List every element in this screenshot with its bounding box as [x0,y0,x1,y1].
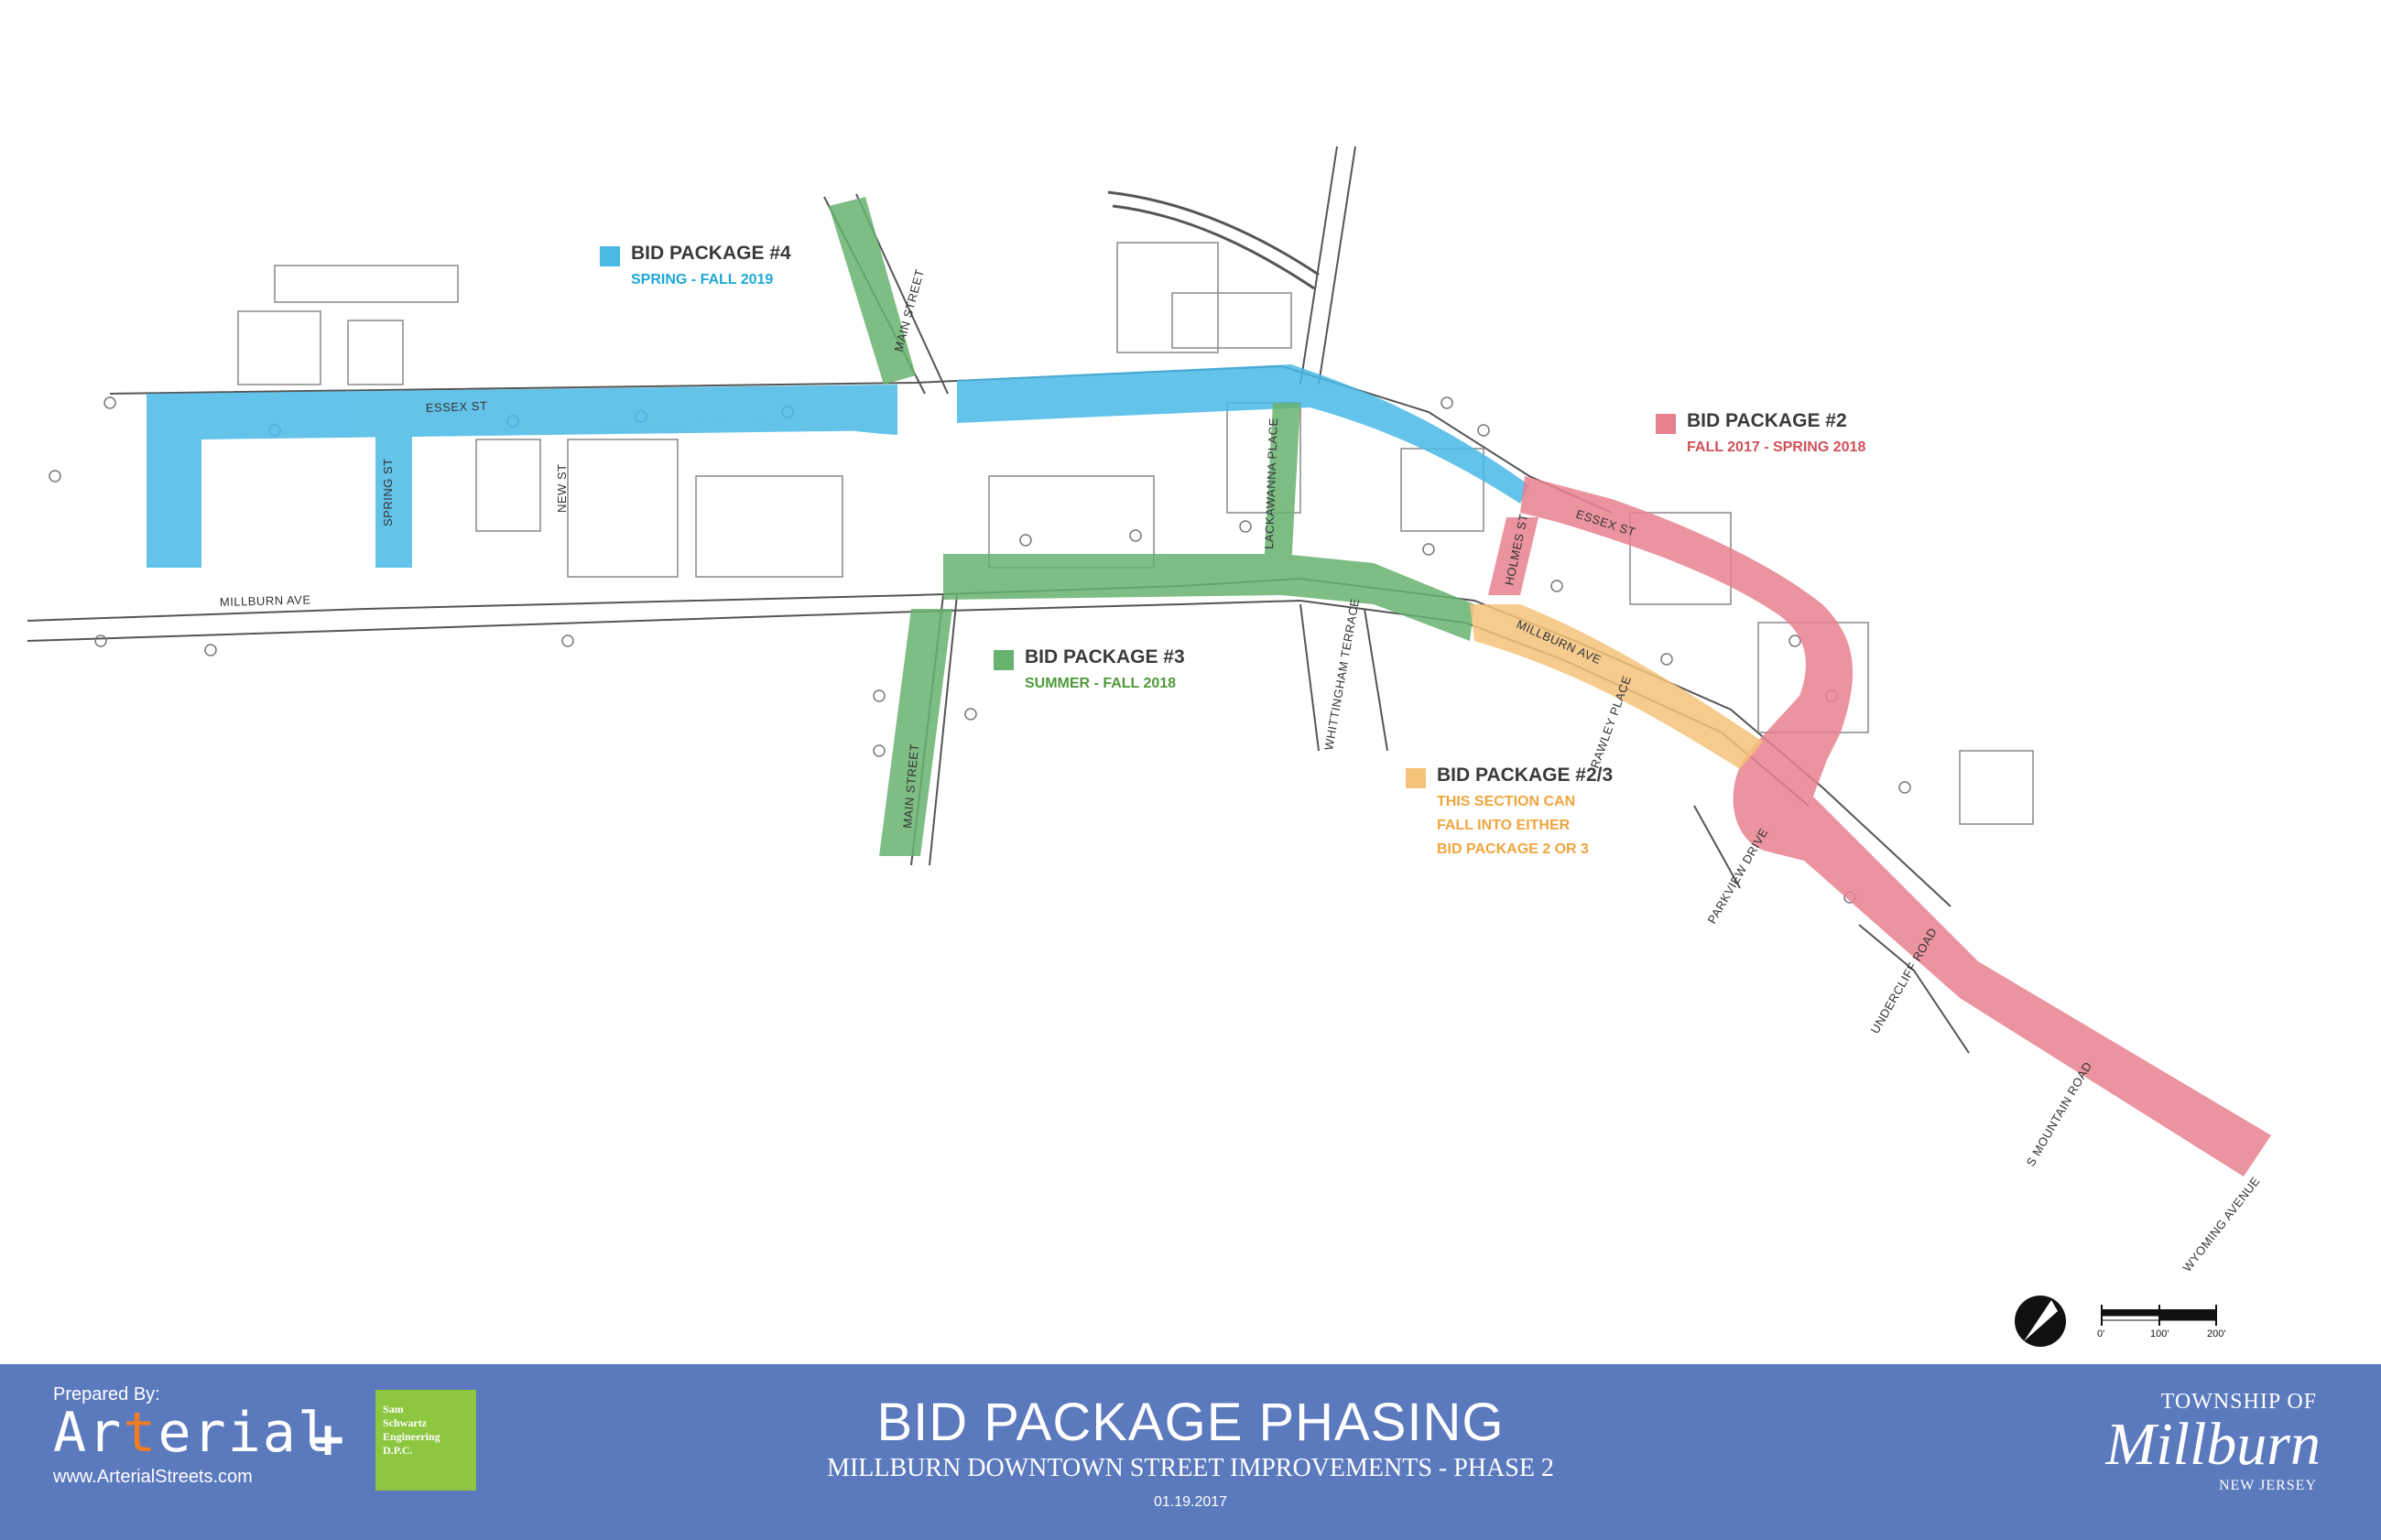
tree-symbols [49,396,1911,904]
scale-bar: 0' 100' 200' [2097,1305,2225,1339]
label-new-st: NEW ST [555,463,569,513]
scale-label-0: 0' [2097,1329,2104,1339]
legend-pkg23-line3: BID PACKAGE 2 OR 3 [1437,841,1589,857]
sam-schwartz-logo-text: Sam Schwartz Engineering D.P.C. [383,1403,440,1457]
label-wyoming: WYOMING AVENUE [2180,1174,2263,1274]
base-streets [27,146,1970,1054]
swatch-pkg2 [1656,414,1676,434]
legend-pkg23-title: BID PACKAGE #2/3 [1437,765,1614,786]
sam-schwartz-logo: Sam Schwartz Engineering D.P.C. [375,1390,476,1491]
plus-sign: + [311,1409,345,1472]
north-arrow-icon [2015,1296,2066,1347]
legend-pkg23-line1: THIS SECTION CAN [1437,794,1576,809]
township-of-label: TOWNSHIP OF [2160,1390,2317,1414]
page-date: 01.19.2017 [1153,1494,1228,1510]
label-s-mountain: S MOUNTAIN ROAD [2024,1059,2095,1169]
page-title: BID PACKAGE PHASING [876,1393,1505,1452]
legend-pkg4-line1: SPRING - FALL 2019 [631,272,774,287]
swatch-pkg23 [1406,768,1426,788]
bid-package-2-3-area [1470,604,1763,769]
township-state-label: NEW JERSEY [2218,1478,2317,1493]
scale-label-100: 100' [2150,1329,2169,1339]
label-lackawanna: LACKAWANNA PLACE [1262,418,1280,549]
legend-pkg2-title: BID PACKAGE #2 [1687,410,1847,431]
legend-pkg4-title: BID PACKAGE #4 [631,243,791,264]
bid-package-2-area [1488,476,2271,1177]
label-essex-west: ESSEX ST [426,399,488,415]
prepared-by-label: Prepared By: [53,1384,160,1404]
arterial-logo-t: t [123,1401,158,1465]
label-parkview: PARKVIEW DRIVE [1705,826,1771,927]
legend-pkg3-line1: SUMMER - FALL 2018 [1025,676,1177,691]
swatch-pkg3 [994,650,1014,670]
page-subtitle: MILLBURN DOWNTOWN STREET IMPROVEMENTS - … [827,1454,1554,1482]
legend-pkg23-line2: FALL INTO EITHER [1437,818,1571,833]
legend-pkg2-line1: FALL 2017 - SPRING 2018 [1687,439,1866,455]
bid-package-4-area [147,364,1529,568]
label-millburn-west: MILLBURN AVE [220,592,311,609]
label-whittingham: WHITTINGHAM TERRACE [1321,597,1362,751]
arterial-logo: Arterial [53,1401,332,1465]
arterial-logo-part2: erial [158,1401,332,1465]
legend-pkg3-title: BID PACKAGE #3 [1025,646,1185,667]
township-logo-name: Millburn [2105,1411,2321,1478]
label-spring-st: SPRING ST [381,458,395,526]
arterial-url: www.ArterialStreets.com [53,1467,253,1487]
arterial-logo-part1: Ar [53,1401,124,1465]
phasing-map: ESSEX ST ESSEX ST SPRING ST NEW ST MILLB… [27,146,2271,1347]
footer-banner: Prepared By: Arterial www.ArterialStreet… [0,1364,2381,1540]
scale-label-200: 200' [2207,1329,2225,1339]
swatch-pkg4 [600,246,620,266]
bid-package-3-area [829,197,1474,856]
